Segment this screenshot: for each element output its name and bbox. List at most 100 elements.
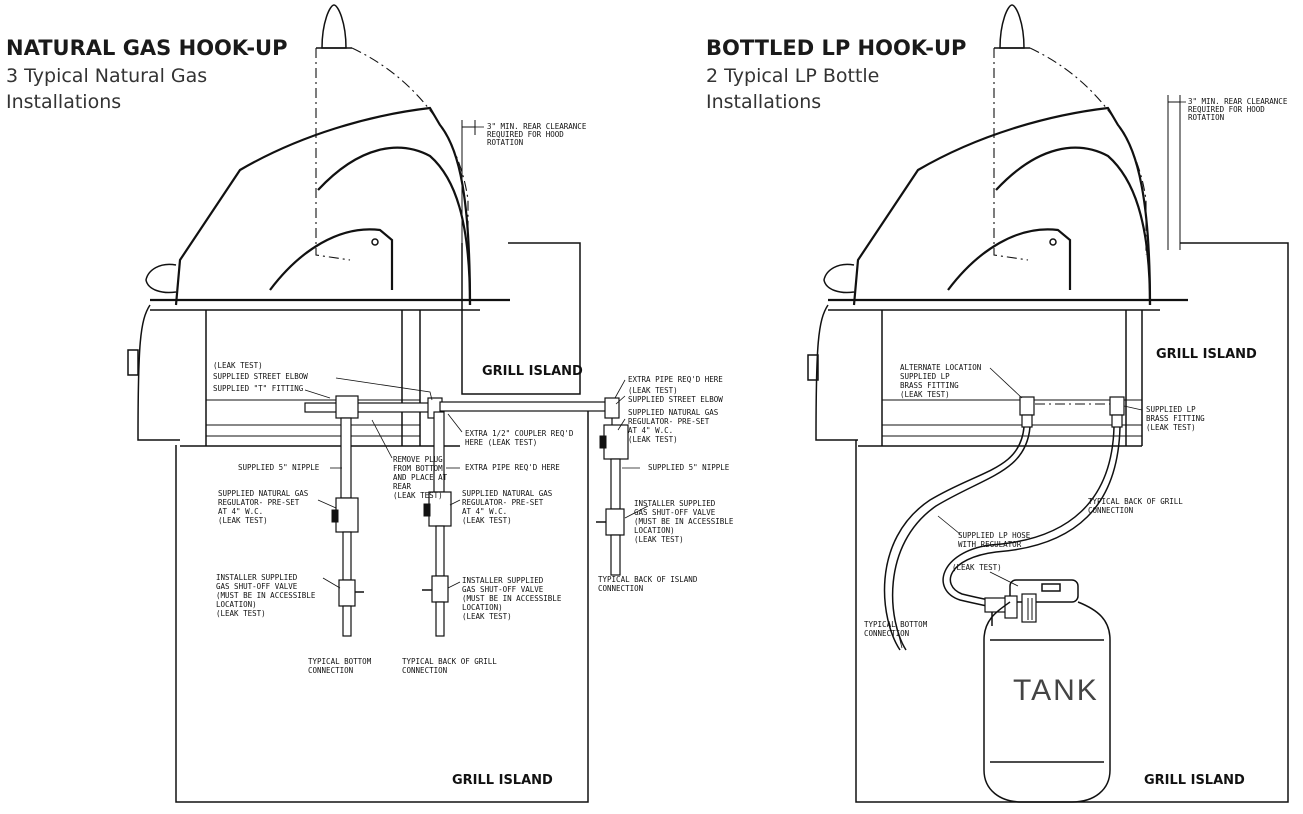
lp-grill-island-upper-label: GRILL ISLAND [1156, 347, 1257, 362]
ng-label-valve-left-4: LOCATION) [216, 600, 257, 609]
ng-label-regulator-mid-3: AT 4" W.C. [462, 507, 507, 516]
lp-hood-rotation-outline [993, 4, 1147, 261]
ng-label-extra-pipe-top-3: SUPPLIED STREET ELBOW [628, 395, 723, 404]
ng-label-remove-plug-5: (LEAK TEST) [393, 491, 443, 500]
ng-label-coupler-2: HERE (LEAK TEST) [465, 438, 537, 447]
ng-label-valve-right-4: LOCATION) [634, 526, 675, 535]
lp-label-brass-1: SUPPLIED LP [1146, 405, 1196, 414]
ng-label-extra-pipe-mid: EXTRA PIPE REQ'D HERE [465, 463, 560, 472]
ng-label-typical-island-2: CONNECTION [598, 584, 643, 593]
ng-rear-clearance-line2: REQUIRED FOR HOOD [487, 130, 564, 139]
ng-label-remove-plug-4: REAR [393, 482, 412, 491]
ng-label-remove-plug-3: AND PLACE AT [393, 473, 448, 482]
ng-grill-island-lower-label: GRILL ISLAND [452, 773, 553, 788]
natural-gas-heading: NATURAL GAS HOOK-UP [6, 36, 288, 60]
ng-grill-hood [174, 106, 472, 306]
lp-label-alternate-1: ALTERNATE LOCATION [900, 363, 981, 372]
ng-back-of-island-pipe [596, 424, 629, 576]
ng-label-typical-back-grill-2: CONNECTION [402, 666, 447, 675]
ng-label-valve-left-3: (MUST BE IN ACCESSIBLE [216, 591, 316, 600]
ng-label-regulator-left-4: (LEAK TEST) [218, 516, 268, 525]
ng-label-extra-pipe-top-2: (LEAK TEST) [628, 386, 678, 395]
ng-labels: (LEAK TEST) SUPPLIED STREET ELBOW SUPPLI… [213, 361, 734, 675]
ng-label-regulator-left-2: REGULATOR- PRE-SET [218, 498, 300, 507]
ng-label-regulator-left-1: SUPPLIED NATURAL GAS [218, 489, 309, 498]
ng-label-remove-plug-2: FROM BOTTOM [393, 464, 443, 473]
lp-control-knob [807, 354, 819, 381]
lp-label-alternate-3: BRASS FITTING [900, 381, 959, 390]
lp-heading: BOTTLED LP HOOK-UP [706, 36, 966, 60]
ng-label-extra-pipe-top-1: EXTRA PIPE REQ'D HERE [628, 375, 723, 384]
lp-subheading-line1: 2 Typical LP Bottle [706, 65, 879, 87]
lp-grill-island-outline [855, 242, 1289, 803]
lp-label-alternate-2: SUPPLIED LP [900, 372, 950, 381]
lp-rear-clearance-line1: 3" MIN. REAR CLEARANCE [1188, 97, 1288, 106]
lp-tank-label: TANK [1013, 674, 1099, 707]
lp-label-leak-test: (LEAK TEST) [952, 563, 1002, 572]
ng-label-regulator-mid-4: (LEAK TEST) [462, 516, 512, 525]
lp-label-alternate-4: (LEAK TEST) [900, 390, 950, 399]
ng-grill-island-upper-box [461, 242, 581, 395]
ng-label-regulator-right-2: REGULATOR- PRE-SET [628, 417, 710, 426]
lp-label-typical-bottom-2: CONNECTION [864, 629, 909, 638]
natural-gas-subheading-line2: Installations [6, 91, 121, 113]
ng-label-regulator-right-1: SUPPLIED NATURAL GAS [628, 408, 719, 417]
natural-gas-panel: NATURAL GAS HOOK-UP 3 Typical Natural Ga… [6, 4, 734, 803]
ng-label-valve-mid-2: GAS SHUT-OFF VALVE [462, 585, 544, 594]
ng-label-regulator-right-3: AT 4" W.C. [628, 426, 673, 435]
ng-bottom-connection-pipe [331, 417, 364, 637]
ng-label-regulator-mid-2: REGULATOR- PRE-SET [462, 498, 544, 507]
lp-rear-clearance-line2: REQUIRED FOR HOOD [1188, 105, 1265, 114]
ng-label-regulator-right-4: (LEAK TEST) [628, 435, 678, 444]
lp-tank: TANK [983, 579, 1111, 803]
lp-label-typical-back-grill-2: CONNECTION [1088, 506, 1133, 515]
ng-back-of-grill-pipe [422, 411, 452, 637]
ng-label-street-elbow-1: (LEAK TEST) [213, 361, 263, 370]
lp-label-hose-2: WITH REGULATOR [958, 540, 1022, 549]
lp-grill-island-lower-label: GRILL ISLAND [1144, 773, 1245, 788]
ng-label-nipple-right: SUPPLIED 5" NIPPLE [648, 463, 730, 472]
ng-label-valve-left-2: GAS SHUT-OFF VALVE [216, 582, 298, 591]
ng-label-valve-mid-4: LOCATION) [462, 603, 503, 612]
ng-label-street-elbow-3: SUPPLIED "T" FITTING [213, 384, 304, 393]
lp-rear-clearance-line3: ROTATION [1188, 113, 1224, 122]
lp-subheading-line2: Installations [706, 91, 821, 113]
ng-label-valve-right-1: INSTALLER SUPPLIED [634, 499, 716, 508]
lp-hood-handle [823, 263, 855, 294]
lp-brass-fittings [1019, 396, 1125, 428]
ng-label-valve-right-3: (MUST BE IN ACCESSIBLE [634, 517, 734, 526]
ng-rear-clearance-dim: 3" MIN. REAR CLEARANCE REQUIRED FOR HOOD… [461, 120, 587, 300]
ng-label-valve-right-5: (LEAK TEST) [634, 535, 684, 544]
lp-label-typical-back-grill-1: TYPICAL BACK OF GRILL [1088, 497, 1183, 506]
lp-label-brass-2: BRASS FITTING [1146, 414, 1205, 423]
ng-label-typical-bottom-1: TYPICAL BOTTOM [308, 657, 372, 666]
ng-rear-clearance-line1: 3" MIN. REAR CLEARANCE [487, 122, 587, 131]
lp-grill-hood [852, 106, 1152, 306]
ng-label-typical-back-grill-1: TYPICAL BACK OF GRILL [402, 657, 497, 666]
ng-grill-island-upper-label: GRILL ISLAND [482, 364, 583, 379]
ng-hood-rotation-outline [315, 4, 469, 261]
ng-label-valve-mid-5: (LEAK TEST) [462, 612, 512, 621]
natural-gas-subheading-line1: 3 Typical Natural Gas [6, 65, 207, 87]
ng-leader-lines [304, 377, 649, 589]
ng-label-valve-left-1: INSTALLER SUPPLIED [216, 573, 298, 582]
ng-manifold-pipe [304, 395, 620, 430]
lp-panel: BOTTLED LP HOOK-UP 2 Typical LP Bottle I… [706, 4, 1289, 803]
ng-label-coupler-1: EXTRA 1/2" COUPLER REQ'D [465, 429, 574, 438]
lp-leader-lines [895, 367, 1143, 649]
ng-label-valve-left-5: (LEAK TEST) [216, 609, 266, 618]
ng-control-knob [127, 349, 139, 376]
ng-label-street-elbow-2: SUPPLIED STREET ELBOW [213, 372, 308, 381]
lp-rear-clearance-dim: 3" MIN. REAR CLEARANCE REQUIRED FOR HOOD… [1167, 95, 1288, 250]
ng-label-valve-mid-3: (MUST BE IN ACCESSIBLE [462, 594, 562, 603]
ng-label-typical-island-1: TYPICAL BACK OF ISLAND [598, 575, 698, 584]
ng-label-regulator-mid-1: SUPPLIED NATURAL GAS [462, 489, 553, 498]
ng-label-valve-right-2: GAS SHUT-OFF VALVE [634, 508, 716, 517]
ng-label-remove-plug-1: REMOVE PLUG [393, 455, 443, 464]
lp-label-hose-1: SUPPLIED LP HOSE [958, 531, 1031, 540]
ng-hood-handle [145, 263, 177, 294]
ng-grill-body [137, 298, 510, 447]
lp-label-typical-bottom-1: TYPICAL BOTTOM [864, 620, 928, 629]
lp-label-brass-3: (LEAK TEST) [1146, 423, 1196, 432]
